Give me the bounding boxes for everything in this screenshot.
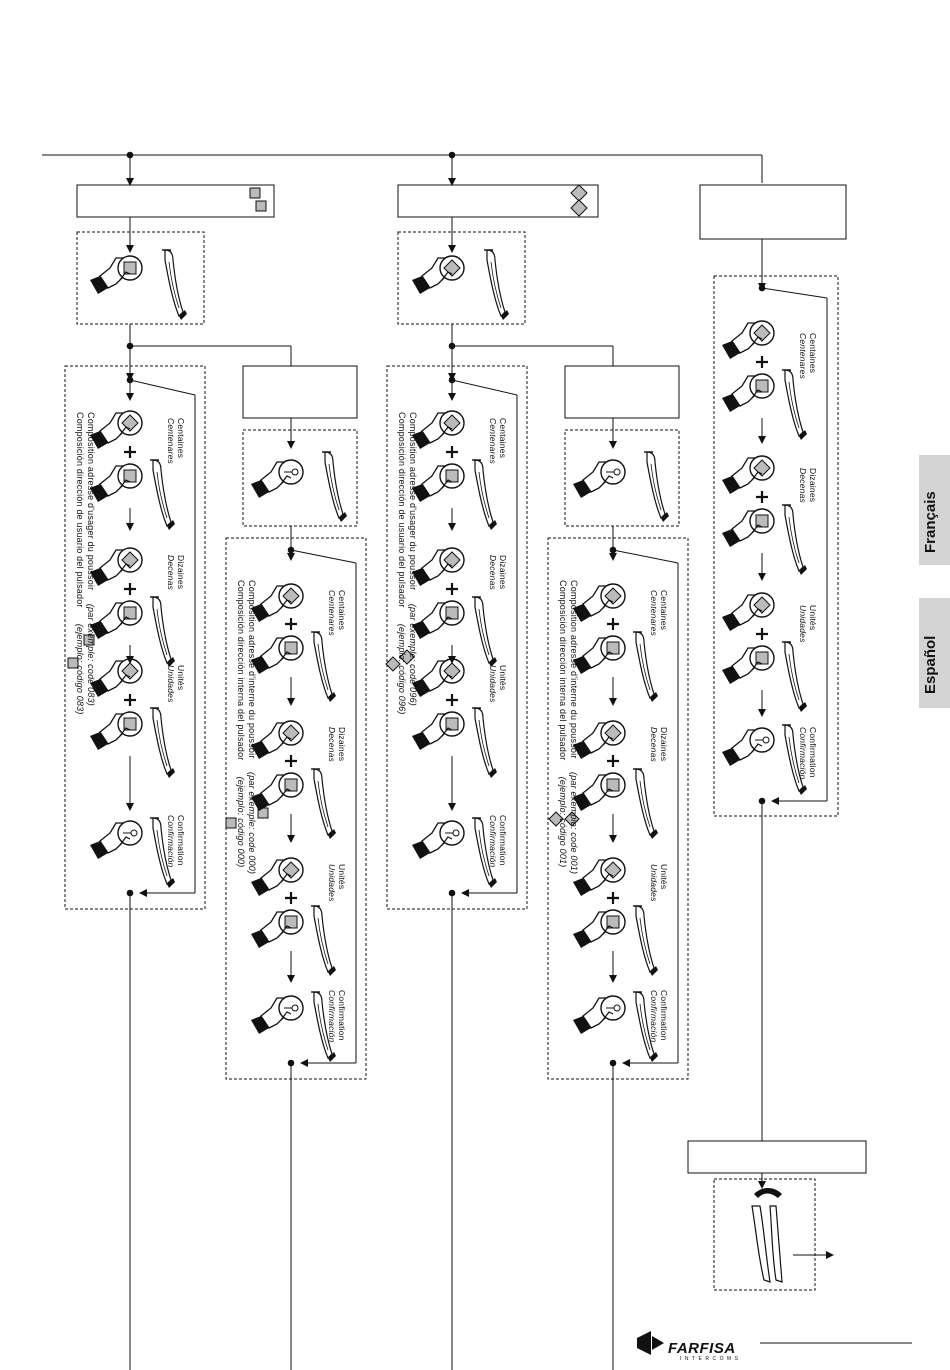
composition-text-col3: Composition adresse d'usager du poussoir… bbox=[397, 412, 418, 715]
column3-sequence bbox=[411, 410, 498, 889]
column2-sequence bbox=[250, 583, 337, 1063]
brand-name: FARFISA bbox=[668, 1340, 736, 1357]
hang-up-handset-icon bbox=[751, 1188, 783, 1283]
press-diamond-key-icon bbox=[411, 249, 510, 321]
composition-text-col2: Composition adresse d'interne du poussoi… bbox=[236, 580, 257, 875]
brand-sub: INTERCOMS bbox=[680, 1356, 742, 1362]
tab-espanol: Español bbox=[919, 598, 950, 708]
press-key-button-icon bbox=[572, 451, 670, 523]
press-key-button-icon bbox=[250, 451, 348, 523]
tab-francais: Français bbox=[919, 455, 950, 565]
composition-text-col1: Composition adresse d'usager du poussoir… bbox=[75, 412, 96, 715]
column4-sequence bbox=[572, 583, 659, 1063]
composition-text-col4: Composition adresse d'interne du poussoi… bbox=[558, 580, 579, 875]
press-square-key-icon bbox=[89, 249, 188, 321]
farfisa-logo-icon bbox=[637, 1331, 664, 1355]
column5-sequence bbox=[721, 320, 808, 796]
column1-sequence bbox=[89, 410, 176, 889]
